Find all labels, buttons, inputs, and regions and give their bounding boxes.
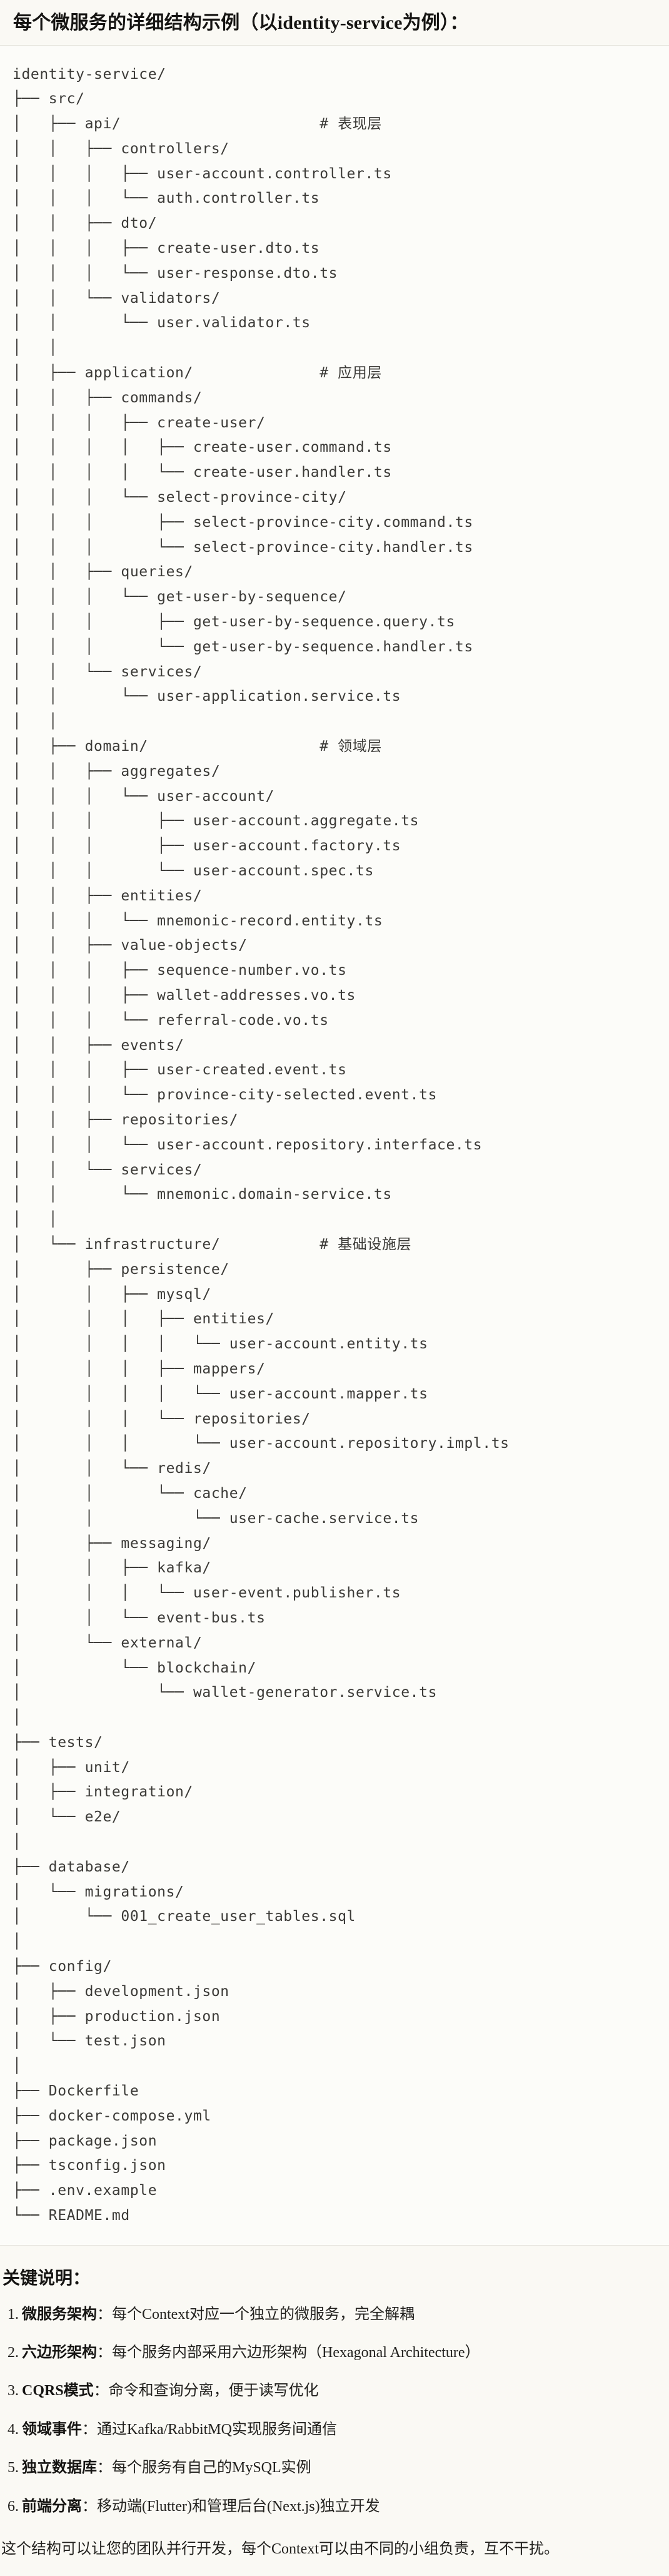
note-desc: ：命令和查询分离，便于读写优化 xyxy=(93,2383,319,2400)
note-desc: ：通过Kafka/RabbitMQ实现服务间通信 xyxy=(82,2421,337,2438)
code-block: identity-service/ ├── src/ │ ├── api/ # … xyxy=(0,44,669,2246)
note-term: 六边形架构 xyxy=(22,2344,97,2361)
note-number: 6. xyxy=(8,2498,19,2515)
note-desc: ：每个服务有自己的MySQL实例 xyxy=(97,2460,311,2477)
directory-tree: identity-service/ ├── src/ │ ├── api/ # … xyxy=(13,66,510,2224)
note-number: 2. xyxy=(8,2344,19,2361)
note-item: 5.独立数据库：每个服务有自己的MySQL实例 xyxy=(1,2458,663,2478)
note-number: 1. xyxy=(8,2306,19,2323)
note-desc: ：移动端(Flutter)和管理后台(Next.js)独立开发 xyxy=(82,2498,380,2515)
notes-section: 关键说明： 1.微服务架构：每个Context对应一个独立的微服务，完全解耦 2… xyxy=(0,2267,669,2560)
note-item: 2.六边形架构：每个服务内部采用六边形架构（Hexagonal Architec… xyxy=(1,2343,663,2363)
page-title: 每个微服务的详细结构示例（以identity-service为例）： xyxy=(13,13,469,33)
note-item: 3.CQRS模式：命令和查询分离，便于读写优化 xyxy=(1,2381,663,2401)
note-term: 微服务架构 xyxy=(22,2306,97,2323)
notes-heading: 关键说明： xyxy=(3,2268,91,2288)
note-desc: ：每个服务内部采用六边形架构（Hexagonal Architecture） xyxy=(97,2344,480,2361)
closing-paragraph: 这个结构可以让您的团队并行开发，每个Context可以由不同的小组负责，互不干扰… xyxy=(1,2540,559,2557)
note-item: 1.微服务架构：每个Context对应一个独立的微服务，完全解耦 xyxy=(1,2304,663,2324)
note-desc: ：每个Context对应一个独立的微服务，完全解耦 xyxy=(97,2306,415,2323)
note-number: 4. xyxy=(8,2421,19,2438)
note-term: 前端分离 xyxy=(22,2498,82,2515)
notes-list: 1.微服务架构：每个Context对应一个独立的微服务，完全解耦 2.六边形架构… xyxy=(1,2304,663,2517)
note-number: 3. xyxy=(8,2383,19,2400)
note-item: 4.领域事件：通过Kafka/RabbitMQ实现服务间通信 xyxy=(1,2420,663,2440)
note-term: 独立数据库 xyxy=(22,2460,97,2477)
note-item: 6.前端分离：移动端(Flutter)和管理后台(Next.js)独立开发 xyxy=(1,2497,663,2517)
note-term: 领域事件 xyxy=(22,2421,82,2438)
note-term: CQRS模式 xyxy=(22,2383,94,2400)
note-number: 5. xyxy=(8,2460,19,2477)
